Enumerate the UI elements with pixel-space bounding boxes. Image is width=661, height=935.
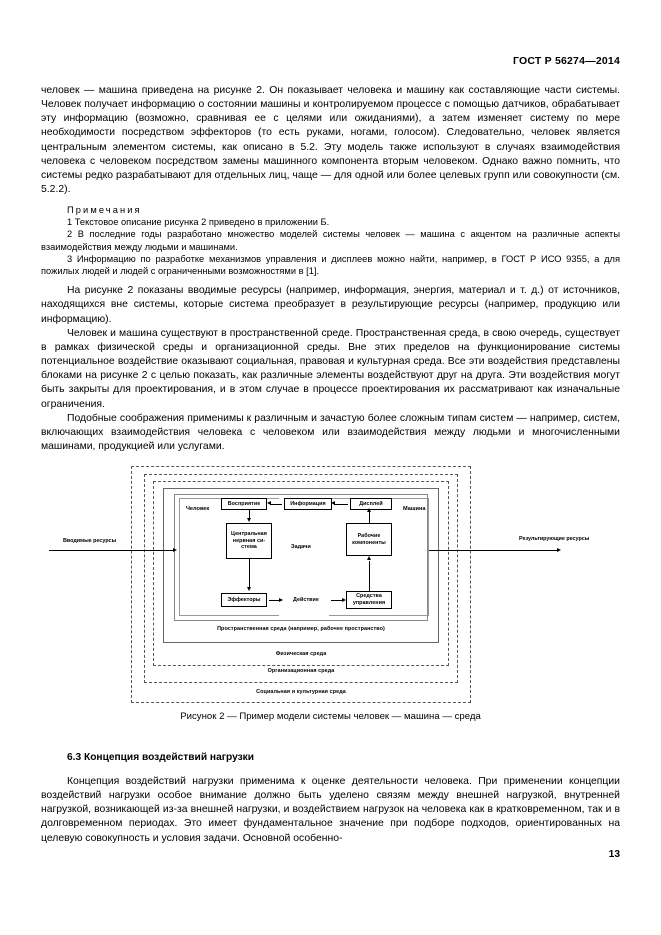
notes-heading: Примечания (67, 205, 142, 216)
section-text-column: Концепция воздействий нагрузки применима… (41, 775, 620, 846)
page-number: 13 (608, 849, 620, 860)
box-effectors: Эффекторы (221, 593, 267, 607)
box-central-nervous-system: Центральная нервная си-стема (226, 523, 272, 559)
box-perception: Восприятие (221, 498, 267, 510)
figure-2: Пространственная среда (например, рабоче… (41, 466, 620, 722)
arrow-effectors-to-action-line (269, 600, 280, 601)
paragraph-environments: Человек и машина существуют в пространст… (41, 327, 620, 410)
output-resources-label: Результирующие ресурсы (519, 536, 590, 542)
arrow-action-to-controls-line (331, 600, 343, 601)
arrow-information-to-perception-head (267, 501, 271, 505)
arrow-work-components-to-display-line (368, 512, 370, 523)
environment-physical-label: Физическая среда (275, 651, 327, 657)
note-item-1: 1 Текстовое описание рисунка 2 приведено… (67, 217, 330, 228)
arrow-perception-to-cns-line (248, 510, 250, 519)
environment-social-cultural-frame (131, 466, 471, 703)
environment-organizational-label: Организационная среда (267, 668, 335, 674)
figure-caption: Рисунок 2 — Пример модели системы челове… (180, 711, 481, 722)
box-work-components: Рабочие компоненты (346, 523, 392, 556)
arrow-output-resources-line (429, 550, 559, 551)
arrow-input-resources-head (173, 547, 177, 552)
note-item-2: 2 В последние годы разработано множество… (41, 229, 620, 252)
paragraph-load-effects: Концепция воздействий нагрузки применима… (41, 776, 620, 844)
box-information: Информация (284, 498, 332, 510)
human-side-label: Человек (186, 506, 210, 512)
paragraph-resources: На рисунке 2 показаны вводимые ресурсы (… (41, 285, 620, 325)
environment-spatial-label: Пространственная среда (например, рабоче… (217, 626, 385, 632)
arrow-action-to-controls-head (342, 597, 346, 602)
note-item-3: 3 Информацию по разработке механизмов уп… (41, 253, 620, 277)
arrow-work-components-to-display-head (366, 508, 371, 512)
main-text-column: человек — машина приведена на рисунке 2.… (41, 84, 620, 454)
task-label: Задачи (291, 544, 311, 550)
document-header-standard-id: ГОСТ Р 56274—2014 (512, 55, 620, 67)
environment-social-cultural-label: Социальная и культурная среда (256, 689, 346, 695)
arrow-effectors-to-action-head (279, 597, 283, 602)
arrow-controls-to-work-components-head (366, 556, 371, 560)
arrow-cns-to-effectors-head (246, 587, 251, 591)
environment-spatial-frame (163, 488, 439, 643)
box-display: Дисплей (350, 498, 392, 510)
environment-organizational-frame (144, 474, 458, 683)
section-heading-6-3: 6.3 Концепция воздействий нагрузки (67, 752, 255, 763)
arrow-display-to-information-head (331, 501, 335, 505)
paragraph-continuation: человек — машина приведена на рисунке 2.… (41, 85, 620, 196)
environment-physical-frame (153, 481, 449, 666)
arrow-controls-to-work-components-line (368, 561, 370, 591)
machine-side-label: Машина (403, 506, 426, 512)
arrow-information-to-perception-line (270, 503, 282, 505)
system-inner-frame (174, 494, 428, 621)
arrow-display-to-information-line (334, 503, 348, 505)
arrow-output-resources-head (557, 547, 561, 552)
arrow-input-resources-line (49, 550, 175, 551)
box-controls: Средства управления (346, 591, 392, 609)
arrow-cns-to-effectors-line (248, 559, 250, 588)
input-resources-label: Вводимые ресурсы (63, 538, 117, 544)
notes-block: Примечания 1 Текстовое описание рисунка … (41, 205, 620, 277)
arrow-perception-to-cns-head (246, 518, 251, 522)
paragraph-similar-considerations: Подобные соображения применимы к различн… (41, 412, 620, 452)
box-action: Действие (284, 593, 328, 607)
